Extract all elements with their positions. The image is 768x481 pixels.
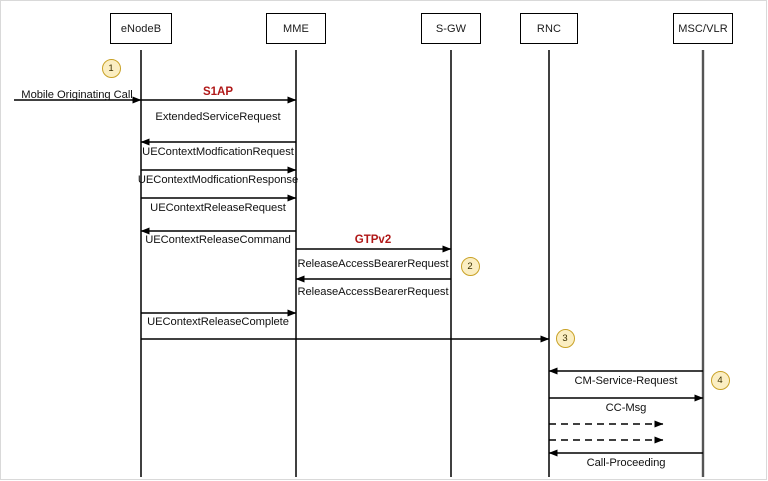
actor-box-enodeb[interactable]: eNodeB [110,13,172,44]
message-label-m6: ReleaseAccessBearerRequest [297,258,449,270]
actor-box-mscvlr[interactable]: MSC/VLR [673,13,733,44]
message-label-m5: UEContextReleaseCommand [145,234,291,246]
message-label-m4: UEContextReleaseRequest [150,202,286,214]
message-label-m0: Mobile Originating Call [21,89,133,101]
lifelines-group [140,50,705,477]
step-badge-1[interactable]: 1 [101,58,121,78]
message-label-m1: ExtendedServiceRequest [155,111,281,123]
message-label-m11: CC-Msg [605,402,647,414]
step-badge-3[interactable]: 3 [555,328,575,348]
message-arrows-group [14,96,704,457]
actor-label-mme: MME [283,22,309,35]
actor-label-sgw: S-GW [435,22,467,35]
message-label-m2: UEContextModficationRequest [142,146,294,158]
actor-box-rnc[interactable]: RNC [520,13,578,44]
actor-box-sgw[interactable]: S-GW [421,13,481,44]
actor-label-mscvlr: MSC/VLR [678,22,728,35]
message-label-m10: CM-Service-Request [574,375,678,387]
actor-box-mme[interactable]: MME [266,13,326,44]
step-badge-2[interactable]: 2 [460,256,480,276]
message-label-m8: UEContextReleaseComplete [147,316,289,328]
message-label-m7: ReleaseAccessBearerRequest [297,286,449,298]
actor-label-rnc: RNC [536,22,562,35]
step-badge-4[interactable]: 4 [710,370,730,390]
message-label-m3: UEContextModficationResponse [137,174,299,186]
actor-label-enodeb: eNodeB [120,22,162,35]
protocol-label-s1ap: S1AP [202,86,234,98]
message-label-m14: Call-Proceeding [586,457,666,469]
protocol-label-gtpv2: GTPv2 [354,234,392,246]
